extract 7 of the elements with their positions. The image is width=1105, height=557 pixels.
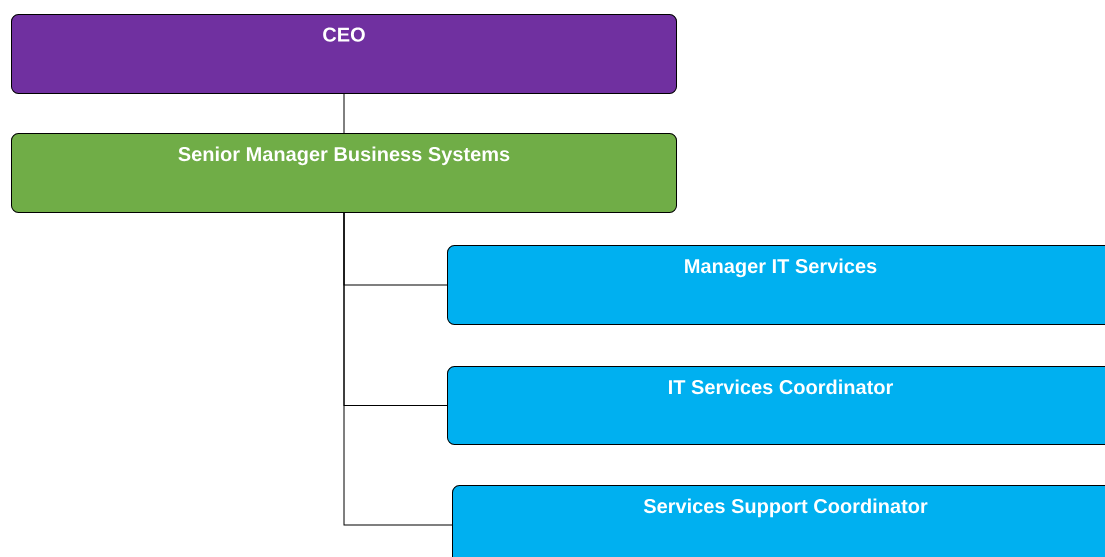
connector [343, 93, 345, 134]
org-box: CEO [11, 14, 677, 94]
connector [343, 212, 453, 526]
org-box: Services Support Coordinator [452, 485, 1105, 557]
org-box: Senior Manager Business Systems [11, 133, 677, 213]
org-box: Manager IT Services [447, 245, 1105, 325]
org-box: IT Services Coordinator [447, 366, 1105, 445]
